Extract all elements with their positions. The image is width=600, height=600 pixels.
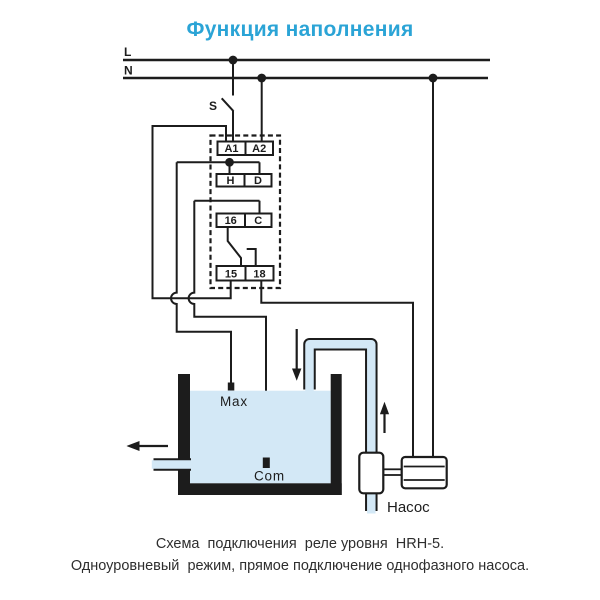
switch-blade <box>220 97 235 112</box>
max-probe-label: Max <box>220 394 248 409</box>
wire-hd-to-max-probe <box>170 162 232 383</box>
switch-label: S <box>209 99 217 113</box>
terminal-c-label: C <box>254 215 262 227</box>
max-probe-tip <box>227 382 235 391</box>
junction-dot-n1 <box>257 73 267 83</box>
power-line-n-label: N <box>124 64 133 78</box>
com-probe-label: Com <box>254 469 285 484</box>
relay-outline <box>209 134 282 290</box>
wire-15-to-a1-loop <box>151 125 232 300</box>
junction-dot-l <box>228 55 238 65</box>
inflow-arrow-head <box>292 368 302 381</box>
wire-18-to-motor <box>260 280 414 457</box>
tank-wall-right <box>330 374 342 495</box>
terminal-18 <box>244 265 275 282</box>
tank-wall-left <box>178 374 190 495</box>
terminal-d-label: D <box>254 175 262 187</box>
terminal-15-label: 15 <box>225 269 237 281</box>
terminal-a2-label: A2 <box>252 143 266 155</box>
terminal-a2 <box>244 140 274 156</box>
power-line-l-label: L <box>124 45 131 59</box>
junction-dot-n2 <box>428 73 438 83</box>
contact-fixed <box>246 248 257 266</box>
pump-shaft <box>382 468 403 476</box>
com-probe-tip <box>262 457 270 468</box>
page-title: Функция наполнения <box>186 18 414 41</box>
motor-body <box>400 455 448 490</box>
terminal-a1-label: A1 <box>224 143 238 155</box>
pump-flow-arrow-head <box>379 401 390 415</box>
outflow-arrow-head <box>126 441 140 451</box>
tank-bottom <box>178 483 342 495</box>
terminal-18-label: 18 <box>253 269 265 281</box>
caption-line-1: Схема подключения реле уровня HRH-5. <box>155 536 445 552</box>
terminal-c <box>244 212 273 228</box>
terminal-d <box>243 173 273 188</box>
pump-label: Насос <box>387 499 430 516</box>
fill-pipe <box>305 339 376 458</box>
wire-c-to-com-probe <box>187 200 267 458</box>
pump-body <box>358 451 385 495</box>
terminal-h-label: H <box>227 175 235 187</box>
caption-line-2: Одноуровневый режим, прямое подключение … <box>70 558 530 574</box>
motor-fins <box>403 465 445 481</box>
contact-blade <box>226 227 242 266</box>
terminal-16-label: 16 <box>225 215 237 227</box>
tank-water <box>189 390 331 484</box>
junction-dot-hd <box>225 157 234 167</box>
